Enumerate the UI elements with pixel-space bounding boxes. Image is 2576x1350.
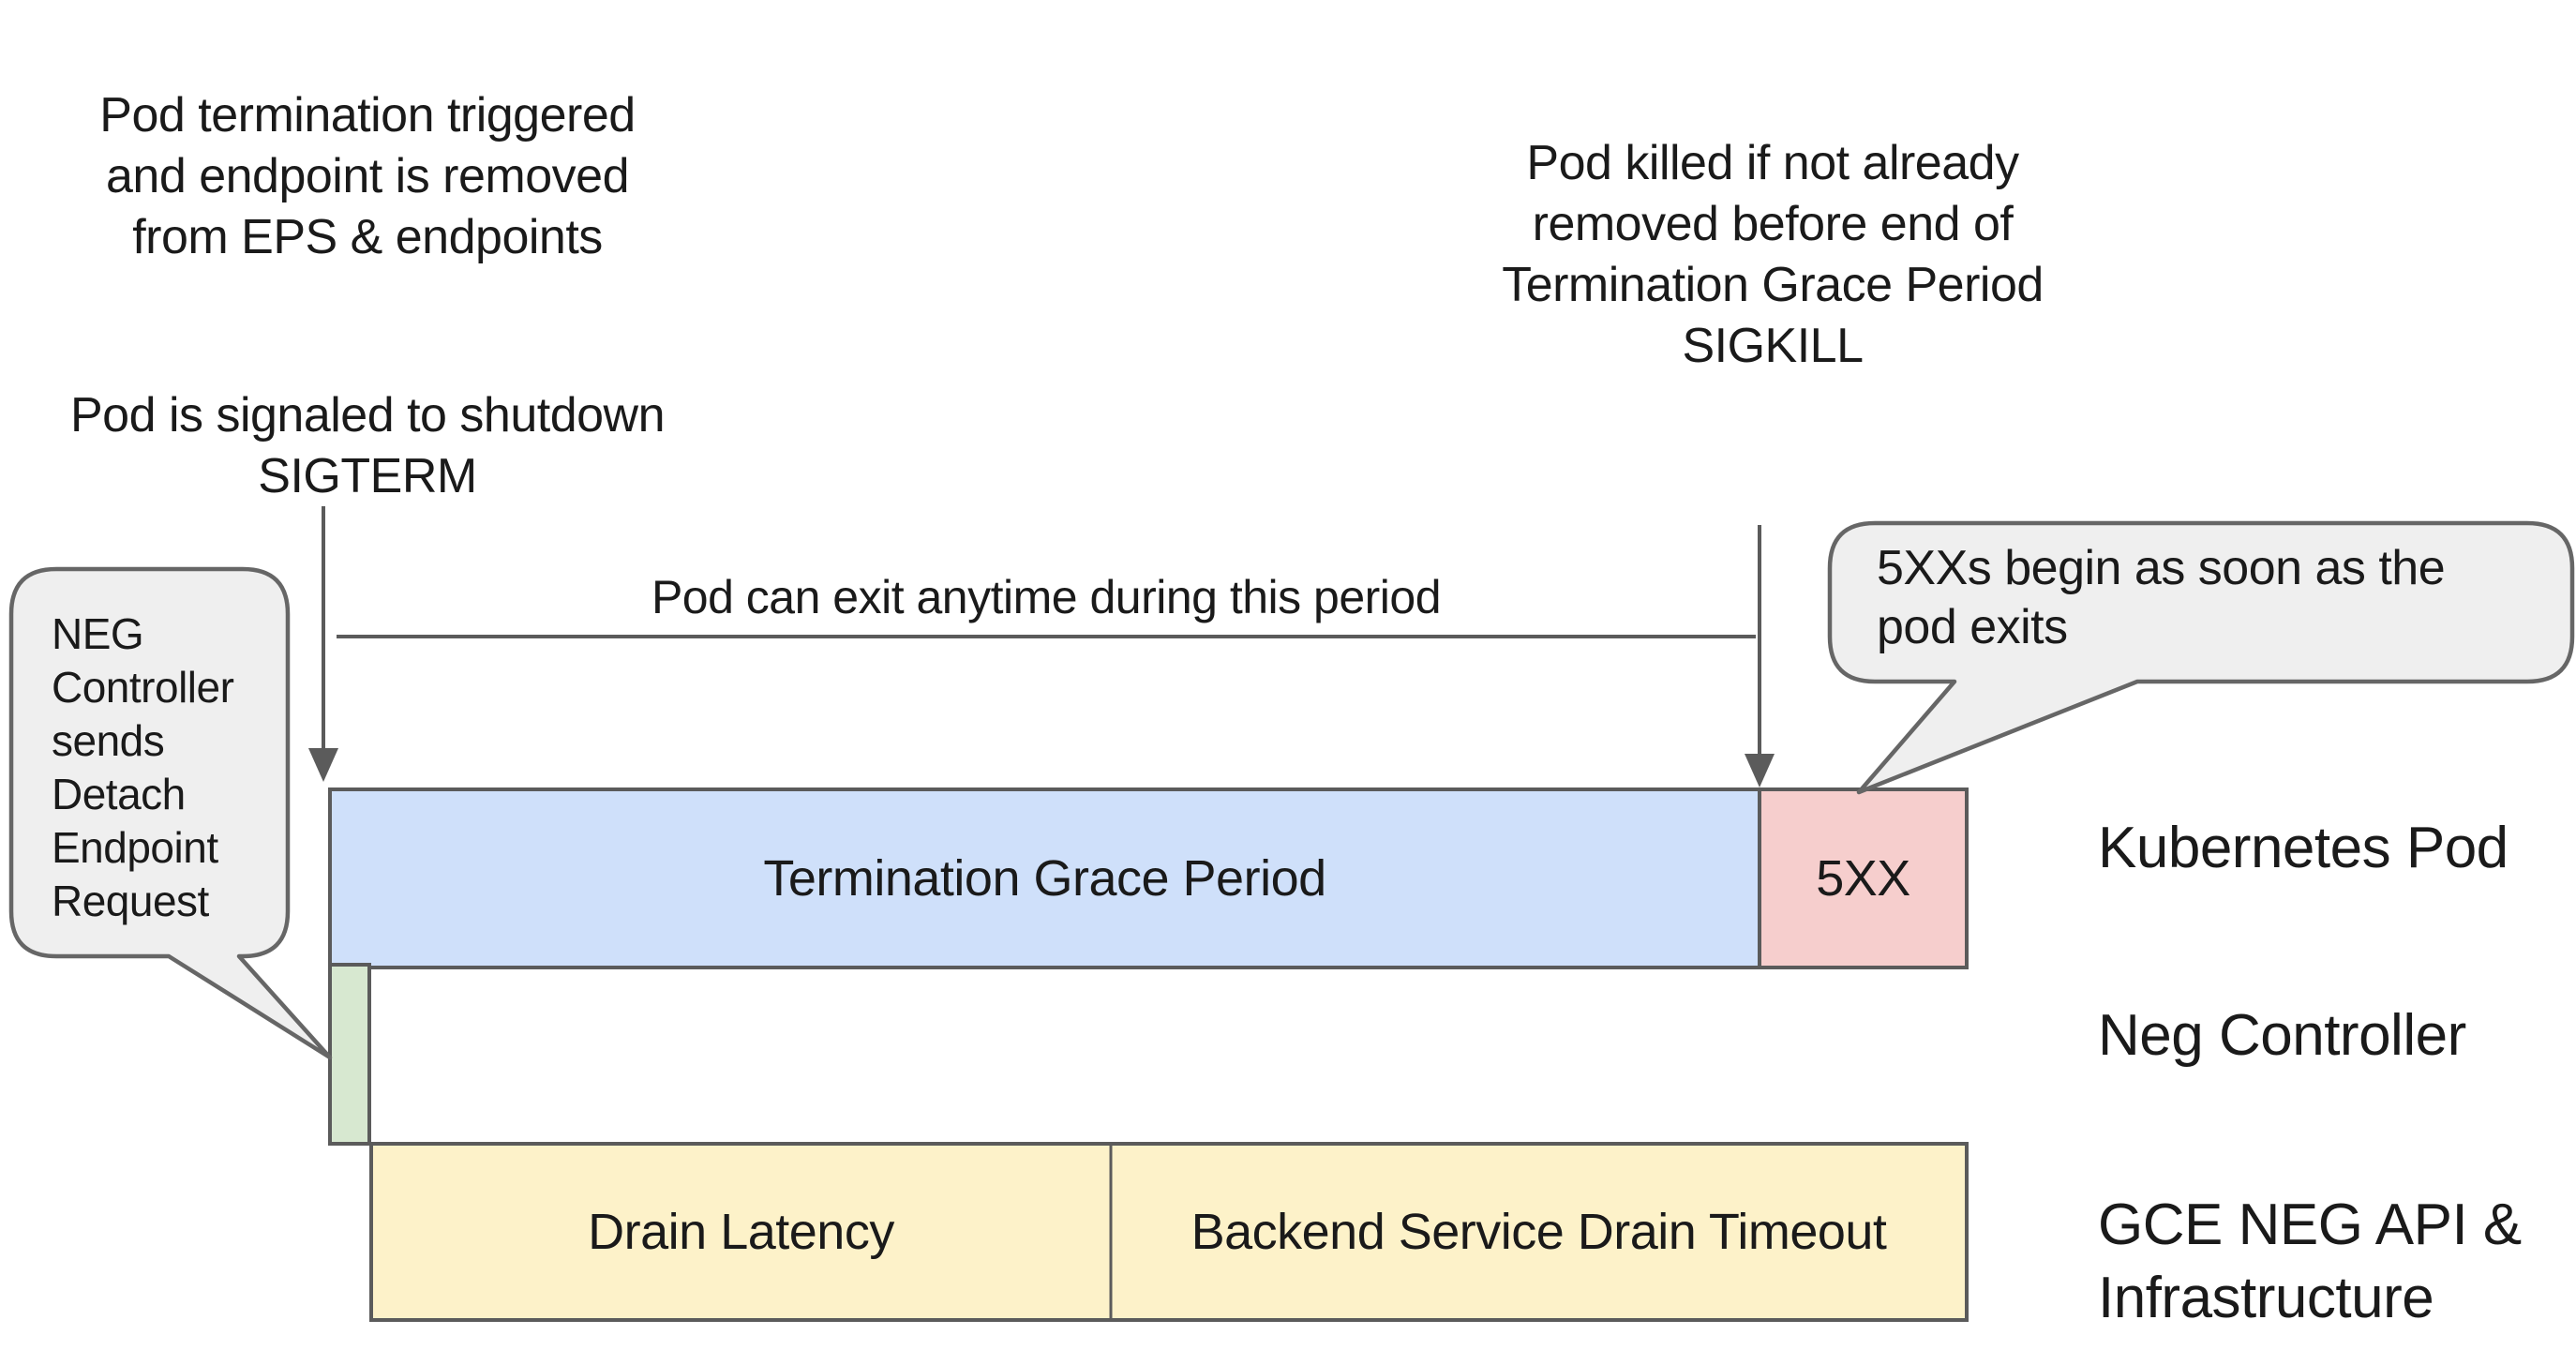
sigkill-arrowhead-icon xyxy=(1745,754,1775,788)
sigterm-arrowhead-icon xyxy=(308,748,338,782)
row-label-kubernetes-pod: Kubernetes Pod xyxy=(2098,816,2509,880)
annotation-pod-termination: Pod termination triggered and endpoint i… xyxy=(37,24,697,568)
neg-controller-callout-bubble xyxy=(8,566,333,1060)
termination-grace-period-label: Termination Grace Period xyxy=(763,850,1326,907)
row-label-gce-neg: GCE NEG API & Infrastructure xyxy=(2098,1192,2522,1330)
period-span-label: Pod can exit anytime during this period xyxy=(651,571,1442,623)
drain-latency-label: Drain Latency xyxy=(588,1204,894,1260)
five-xx-bar xyxy=(1758,788,1969,969)
backend-drain-timeout-label: Backend Service Drain Timeout xyxy=(1191,1204,1887,1260)
termination-grace-period-bar xyxy=(328,788,1761,969)
neg-detach-bar xyxy=(328,963,371,1146)
gce-drain-bar xyxy=(369,1142,1969,1322)
row-label-neg-controller: Neg Controller xyxy=(2098,1003,2466,1068)
annotation-pod-termination-para2: Pod is signaled to shutdown SIGTERM xyxy=(69,388,666,503)
neg-controller-callout-text: NEG Controller sends Detach Endpoint Req… xyxy=(52,609,234,925)
annotation-pod-termination-para1: Pod termination triggered and endpoint i… xyxy=(99,88,636,264)
annotation-pod-killed: Pod killed if not already removed before… xyxy=(1502,136,2044,373)
five-xx-callout-text: 5XXs begin as soon as the pod exits xyxy=(1877,541,2446,654)
five-xx-label: 5XX xyxy=(1816,850,1910,907)
five-xx-callout-bubble xyxy=(1827,520,2575,795)
